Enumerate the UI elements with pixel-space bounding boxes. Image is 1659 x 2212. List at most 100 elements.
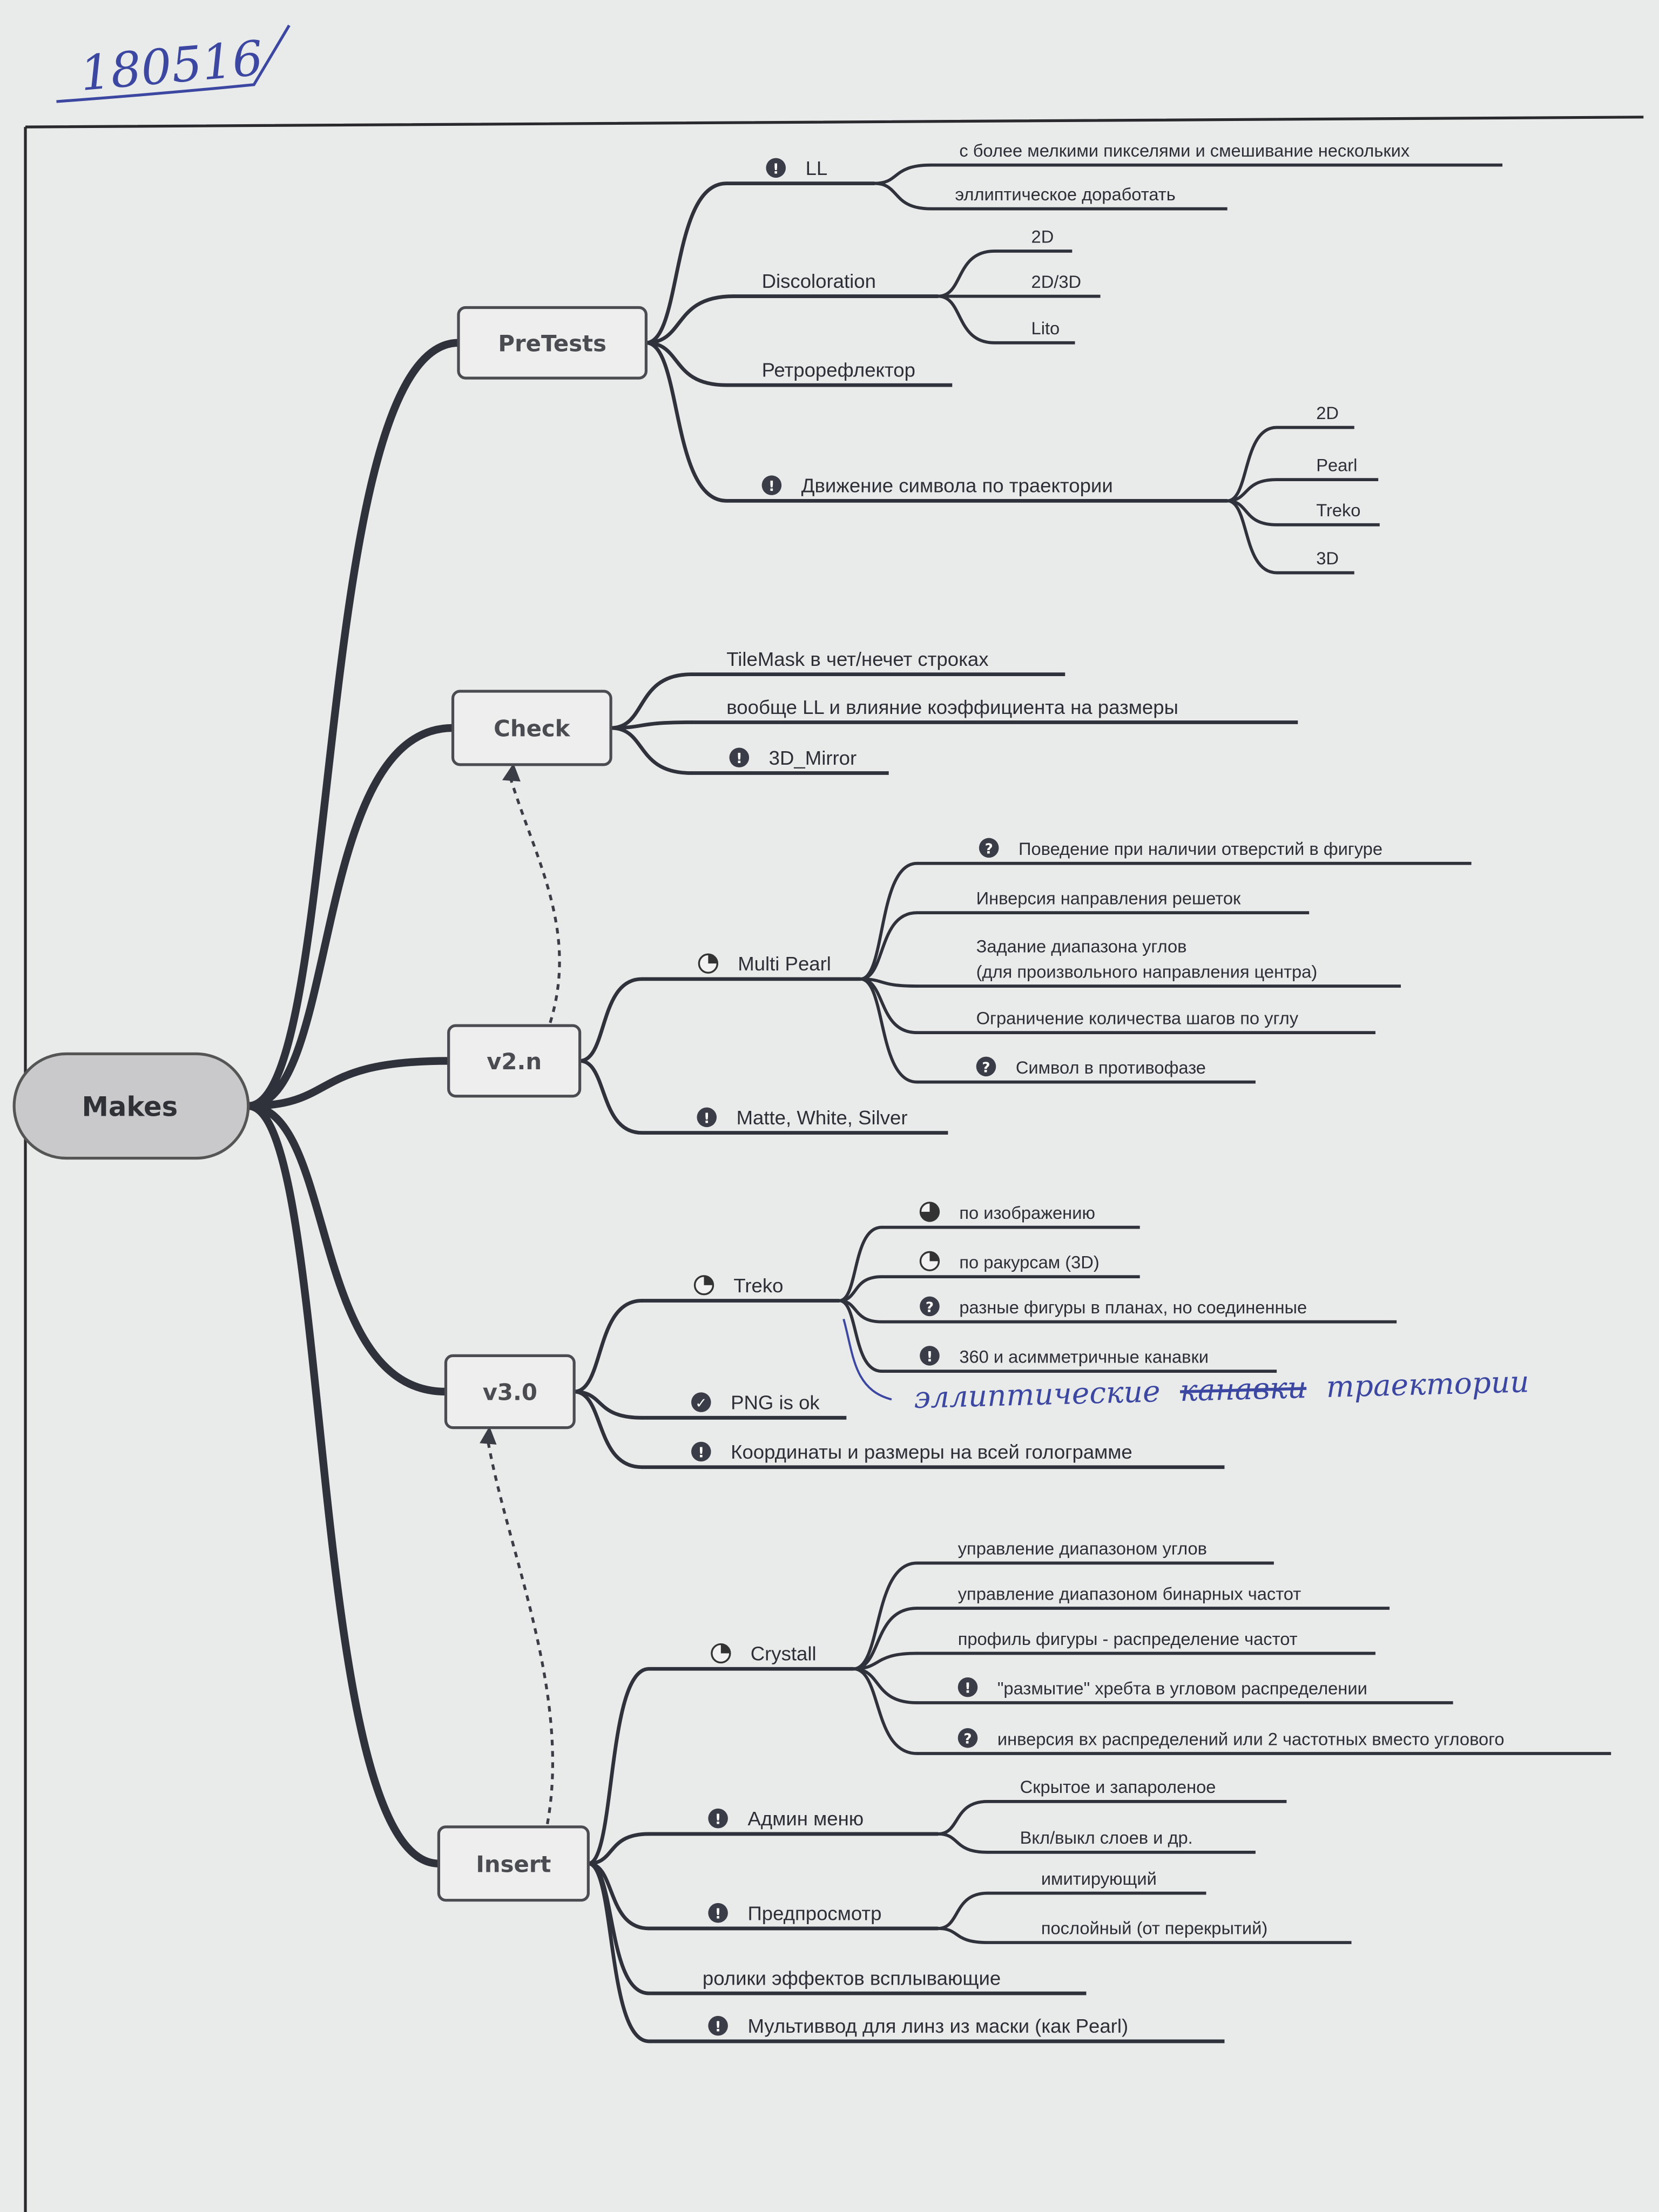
- topic-node[interactable]: по ракурсам (3D): [881, 1251, 1140, 1278]
- topic-label: "размытие" хребта в угловом распределени…: [997, 1678, 1367, 1698]
- topic-label: Координаты и размеры на всей голограмме: [731, 1441, 1132, 1463]
- topic-label: 3D: [1316, 548, 1339, 568]
- question-icon: ?: [957, 1728, 978, 1748]
- note-word-2: траектории: [1326, 1364, 1529, 1404]
- topic-node[interactable]: ролики эффектов всплывающие: [649, 1967, 1087, 1995]
- exclamation-icon: !: [708, 1903, 728, 1923]
- topic-node[interactable]: Ретрорефлектор: [726, 359, 953, 387]
- main-connector: [244, 1057, 453, 1110]
- topic-label: Предпросмотр: [747, 1902, 881, 1924]
- topic-node[interactable]: Вкл/выкл слоев и др.: [987, 1827, 1256, 1854]
- connector: [936, 249, 996, 298]
- connector: [586, 1862, 651, 2044]
- topic-node[interactable]: 3D: [1277, 548, 1354, 575]
- connector: [838, 1275, 884, 1303]
- main-topic-box[interactable]: [447, 1024, 582, 1098]
- topic-node[interactable]: Мультиввод для линз из маски (как Pearl)…: [649, 2015, 1225, 2044]
- topic-node[interactable]: LL!: [726, 157, 875, 185]
- topic-node[interactable]: с более мелкими пикселями и смешивание н…: [931, 140, 1503, 167]
- check-icon: ✓: [691, 1392, 711, 1412]
- topic-node[interactable]: TileMask в чет/нечет строках: [691, 648, 1065, 677]
- connector: [852, 1651, 919, 1671]
- topic-node[interactable]: Discoloration: [733, 270, 939, 298]
- svg-text:!: !: [715, 2019, 721, 2035]
- topic-node[interactable]: инверсия вх распределений или 2 частотны…: [916, 1728, 1611, 1755]
- progress-three-quarter-icon: [919, 1202, 940, 1222]
- topic-node[interactable]: Pearl: [1277, 455, 1379, 482]
- topic-node[interactable]: Движение символа по траектории!: [726, 475, 1228, 503]
- page-frame: [24, 116, 1644, 2212]
- svg-text:!: !: [768, 478, 775, 495]
- connector: [586, 1667, 651, 1866]
- topic-label: разные фигуры в планах, но соединенные: [959, 1297, 1307, 1317]
- topic-label: инверсия вх распределений или 2 частотны…: [997, 1729, 1505, 1749]
- topic-node[interactable]: "размытие" хребта в угловом распределени…: [916, 1677, 1453, 1704]
- topic-node[interactable]: профиль фигуры - распределение частот: [916, 1629, 1375, 1655]
- topic-node[interactable]: имитирующий: [987, 1869, 1206, 1895]
- main-topic-v3-0[interactable]: v3.0: [444, 1354, 576, 1429]
- topic-label: Админ меню: [747, 1808, 864, 1830]
- topic-node[interactable]: Поведение при наличии отверстий в фигуре…: [916, 838, 1472, 865]
- svg-text:!: !: [698, 1445, 704, 1461]
- arrowhead-icon: [502, 763, 521, 782]
- topic-node[interactable]: 3D_Mirror!: [691, 747, 889, 775]
- topic-node[interactable]: 2D: [1277, 403, 1354, 429]
- svg-text:✓: ✓: [695, 1395, 707, 1412]
- topic-node[interactable]: PNG is ok✓: [642, 1392, 847, 1420]
- topic-node[interactable]: Предпросмотр!: [649, 1902, 939, 1931]
- topic-label: Matte, White, Silver: [737, 1107, 908, 1129]
- topic-node[interactable]: управление диапазоном бинарных частот: [916, 1583, 1390, 1610]
- main-topic-box[interactable]: [457, 306, 648, 380]
- topic-node[interactable]: 2D: [994, 226, 1073, 253]
- root-node[interactable]: Makes: [12, 1052, 250, 1160]
- connector: [859, 861, 919, 981]
- topic-node[interactable]: эллиптическое доработать: [931, 184, 1228, 211]
- topic-node[interactable]: управление диапазоном углов: [916, 1539, 1274, 1565]
- connector: [609, 726, 693, 775]
- connector: [644, 294, 736, 345]
- main-connector: [244, 339, 463, 1110]
- topic-node[interactable]: по изображению: [881, 1202, 1140, 1229]
- topic-label-line-2: (для произвольного направления центра): [976, 961, 1318, 981]
- topic-node[interactable]: Matte, White, Silver!: [642, 1107, 948, 1135]
- topic-label: Поведение при наличии отверстий в фигуре: [1019, 839, 1382, 859]
- topic-node[interactable]: Treko: [1277, 500, 1380, 527]
- svg-text:!: !: [927, 1349, 933, 1365]
- exclamation-icon: !: [708, 1808, 728, 1829]
- topic-node[interactable]: Multi Pearl: [642, 953, 861, 981]
- topic-node[interactable]: послойный (от перекрытий): [987, 1918, 1352, 1944]
- topic-node[interactable]: разные фигуры в планах, но соединенные?: [881, 1296, 1397, 1324]
- topic-label: Ретрорефлектор: [762, 359, 915, 381]
- exclamation-icon: !: [957, 1677, 978, 1697]
- connectors: [244, 163, 1278, 2044]
- topic-node[interactable]: 360 и асимметричные канавки!: [881, 1346, 1277, 1373]
- topic-node[interactable]: вообще LL и влияние коэффициента на разм…: [691, 696, 1298, 724]
- main-topic-insert[interactable]: Insert: [437, 1825, 590, 1902]
- note-struck-word: канавки: [1179, 1370, 1307, 1408]
- svg-text:!: !: [965, 1681, 971, 1697]
- topic-node[interactable]: Crystall: [649, 1643, 854, 1671]
- root-node-shape[interactable]: [12, 1052, 250, 1160]
- topic-node[interactable]: Ограничение количества шагов по углу: [916, 1008, 1375, 1035]
- main-topic-v2-n[interactable]: v2.n: [447, 1024, 582, 1098]
- topic-node[interactable]: Скрытое и запароленое: [987, 1777, 1287, 1803]
- main-topic-pretests[interactable]: PreTests: [457, 306, 648, 380]
- main-topic-box[interactable]: [444, 1354, 576, 1429]
- topic-node[interactable]: Символ в противофазе?: [916, 1056, 1256, 1084]
- topic-label: профиль фигуры - распределение частот: [958, 1629, 1298, 1649]
- topic-node[interactable]: Координаты и размеры на всей голограмме!: [642, 1441, 1225, 1469]
- topic-node[interactable]: Задание диапазона углов(для произвольног…: [916, 936, 1401, 988]
- topic-node[interactable]: Инверсия направления решеток: [916, 888, 1310, 914]
- topic-node[interactable]: Treko: [642, 1274, 840, 1303]
- progress-quarter-icon: [693, 1275, 714, 1296]
- main-topic-box[interactable]: [451, 690, 612, 766]
- topic-node[interactable]: Lito: [994, 318, 1075, 345]
- topic-node[interactable]: 2D/3D: [994, 272, 1101, 298]
- progress-quarter-icon: [698, 953, 719, 974]
- main-connector: [244, 1102, 443, 1867]
- connector: [936, 1927, 989, 1944]
- topic-label: Символ в противофазе: [1016, 1057, 1206, 1077]
- topic-node[interactable]: Админ меню!: [649, 1808, 939, 1836]
- main-topic-box[interactable]: [437, 1825, 590, 1902]
- main-topic-check[interactable]: Check: [451, 690, 612, 766]
